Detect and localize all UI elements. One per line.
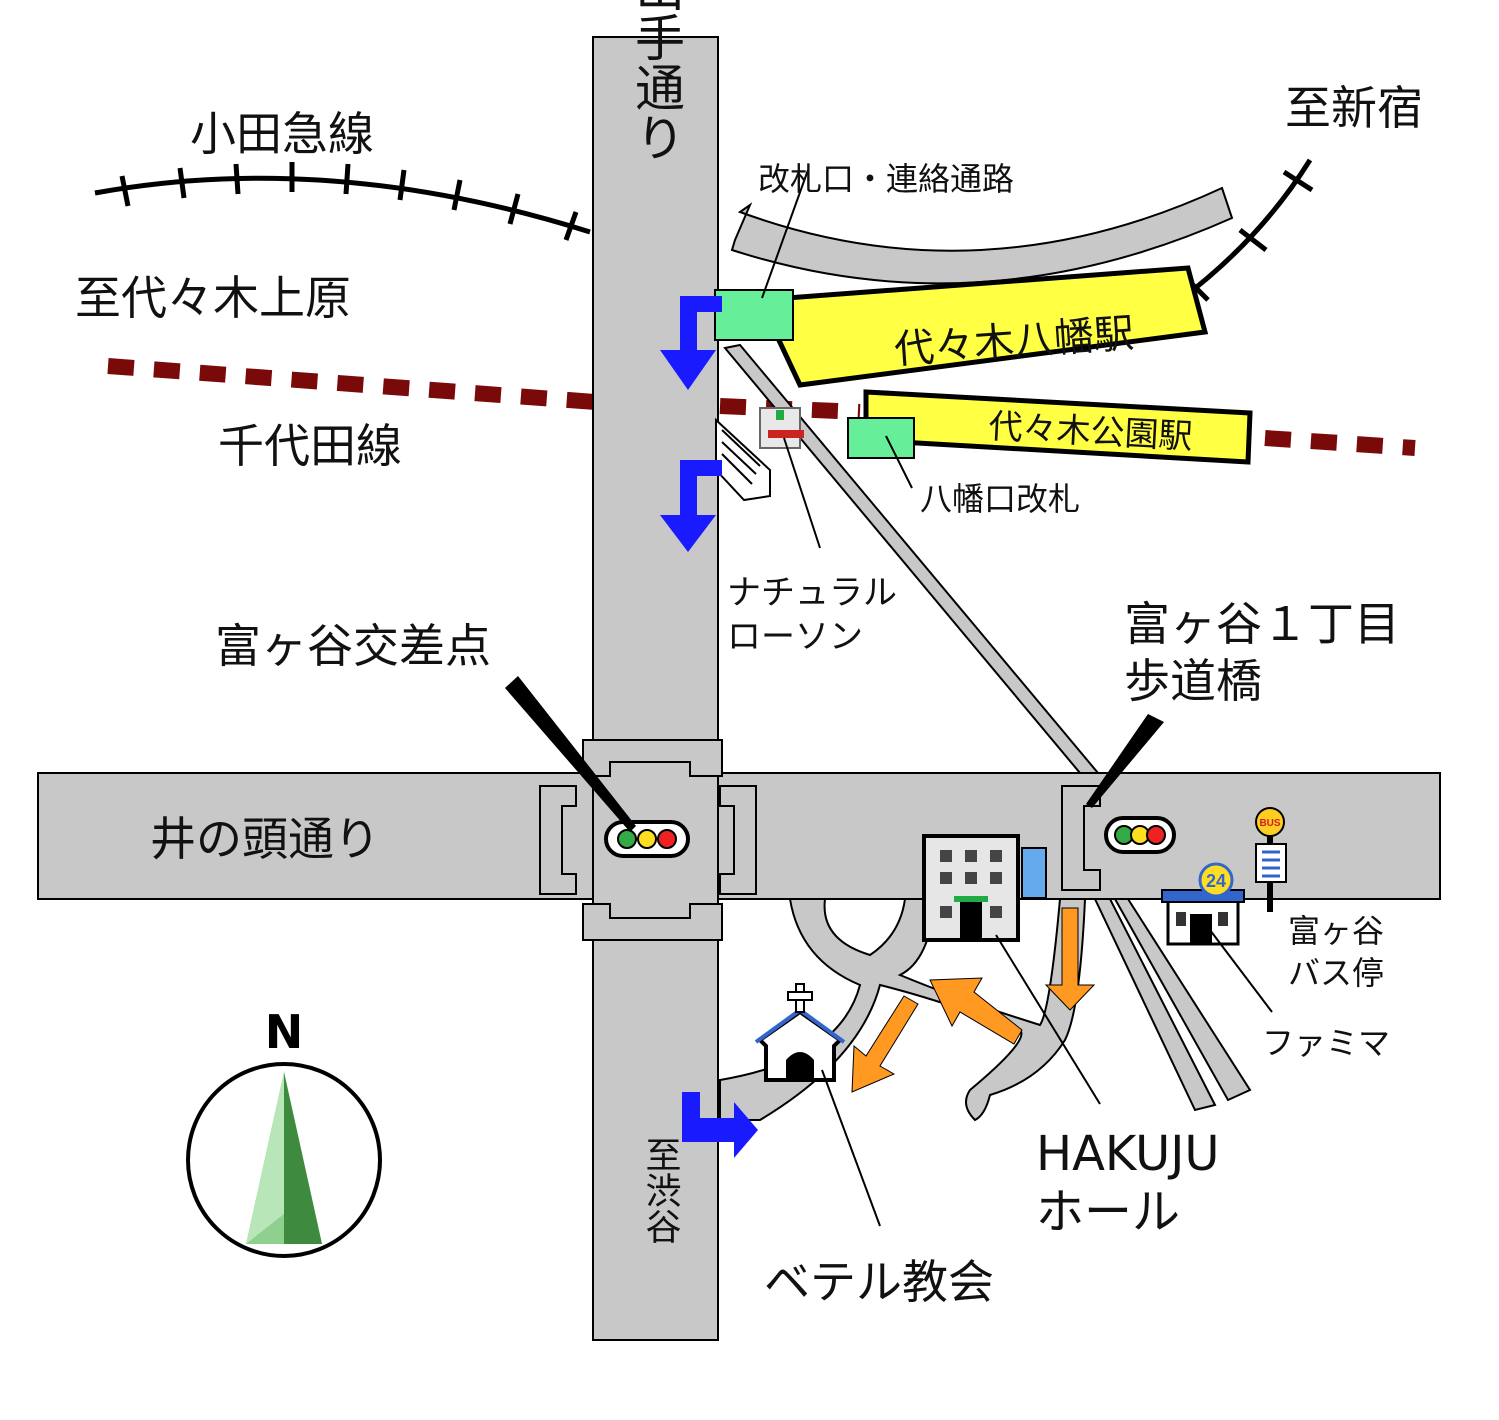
hakuju-label-2: ホール xyxy=(1036,1184,1180,1240)
hakuju-label-1: HAKUJU xyxy=(1036,1126,1220,1182)
to-shibuya-label: 至渋谷 xyxy=(640,1136,681,1244)
passage-path xyxy=(730,186,1234,285)
footbridge-label-1: 富ヶ谷１丁目 xyxy=(1124,597,1400,651)
to-shinjuku-label: 至新宿 xyxy=(1285,81,1423,135)
odakyu-line-track xyxy=(94,158,1314,302)
traffic-light-icon xyxy=(604,820,690,858)
church-icon[interactable] xyxy=(754,983,846,1082)
tomigaya-crossing-label: 富ヶ谷交差点 xyxy=(215,619,491,673)
bus-stop-label-1: 富ヶ谷 xyxy=(1288,912,1384,950)
leader-lines xyxy=(761,169,1273,1227)
store-number-label: 24 xyxy=(1206,871,1226,891)
route-arrow-blue-2 xyxy=(660,460,722,552)
inokashira-road-label: 井の頭通り xyxy=(150,812,380,866)
famima-label: ファミマ xyxy=(1262,1024,1390,1062)
famima-store-icon[interactable]: 24 xyxy=(1161,862,1245,946)
compass-north-icon: N xyxy=(186,1005,382,1258)
route-arrow-blue-3 xyxy=(682,1092,758,1158)
hachiman-gate-box[interactable] xyxy=(847,417,915,459)
compass-letter: N xyxy=(265,1005,304,1059)
traffic-light-icon-2 xyxy=(1104,816,1176,854)
chiyoda-line-label: 千代田線 xyxy=(218,419,402,473)
hachiman-gate-label: 八幡口改札 xyxy=(920,480,1080,518)
to-uehara-label: 至代々木上原 xyxy=(75,271,351,325)
hakuju-hall-building-icon[interactable] xyxy=(922,834,1047,942)
gate-passage-box[interactable] xyxy=(714,289,794,341)
bethel-church-label: ベテル教会 xyxy=(764,1255,994,1309)
pointer-wedges xyxy=(505,676,1164,832)
tomigaya-crossing-crosswalks xyxy=(539,739,757,941)
yoyogi-hachiman-station[interactable]: 代々木八幡駅 xyxy=(756,265,1209,388)
natural-lawson-label-1: ナチュラル xyxy=(727,573,897,613)
yamate-road-label: 山手通り xyxy=(627,0,685,162)
footbridge-label-2: 歩道橋 xyxy=(1124,654,1262,708)
bus-sign-label: BUS xyxy=(1259,818,1280,829)
bus-stop-icon[interactable]: BUS xyxy=(1255,807,1287,912)
route-arrow-orange-1 xyxy=(1044,907,1096,1011)
gate-passage-label: 改札口・連絡通路 xyxy=(758,160,1014,198)
diagonal-road xyxy=(723,343,1101,774)
store-building-icon xyxy=(759,407,804,449)
route-arrow-blue-1 xyxy=(660,296,722,390)
bus-stop-label-2: バス停 xyxy=(1288,954,1384,992)
yamate-road xyxy=(592,36,719,1341)
route-arrow-orange-2 xyxy=(929,977,1023,1045)
yoyogi-koen-station[interactable]: 代々木公園駅 xyxy=(863,389,1253,465)
route-arrow-orange-3 xyxy=(851,995,919,1093)
natural-lawson-label-2: ローソン xyxy=(727,617,863,657)
odakyu-line-label: 小田急線 xyxy=(190,107,374,161)
